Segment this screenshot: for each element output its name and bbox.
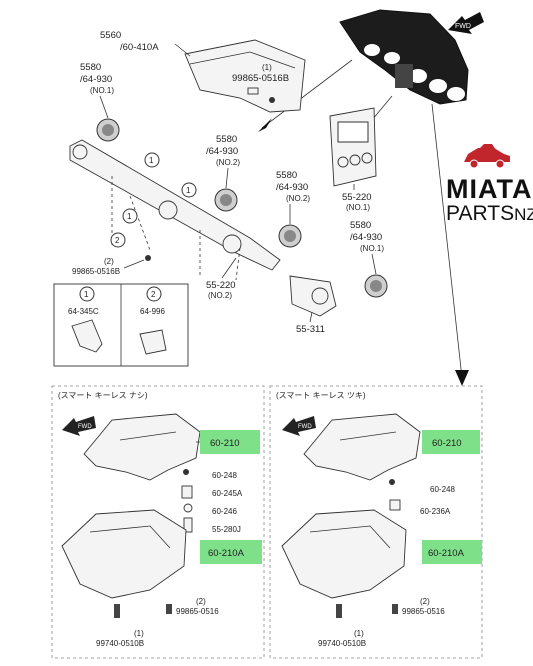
leader-line-long (431, 103, 463, 379)
label-60-245a-left: 60-245A (212, 489, 243, 498)
lower-shroud-right (281, 509, 407, 599)
label-60-210-right: 60-210 (432, 438, 462, 449)
callout-1-a: 1 (144, 152, 160, 168)
dash-trim-panel-no2 (69, 139, 281, 271)
clip-64-345c-illustration (71, 319, 103, 353)
panel-left-border (51, 385, 265, 659)
label-60-248-left: 60-248 (212, 471, 237, 480)
legend-box: 1 2 64-345C 64-996 (53, 283, 189, 367)
panel-left: (スマート キーレス ナシ) FWD 60-210 60-248 60-245A… (58, 391, 262, 648)
label-64-930-c: /64-930 (276, 182, 308, 193)
label-5580-d: 5580 (350, 220, 371, 231)
panel-right: (スマート キーレス ツキ) FWD 60-210 60-248 60-236A… (276, 391, 482, 648)
highlight-60-210a-left (200, 540, 262, 564)
callout-1-b: 1 (181, 182, 197, 198)
upper-shroud-left (83, 413, 201, 481)
fwd-arrow-top: FWD (448, 12, 484, 34)
label-99865-left: 99865-0516B (72, 267, 120, 276)
lower-shroud-left (61, 509, 187, 599)
label-55-220-no1-suffix: (NO.1) (346, 203, 370, 212)
vent-5580-no2-a (214, 188, 238, 212)
label-55-311: 55-311 (296, 324, 325, 335)
side-trim-55-311 (289, 275, 337, 317)
clip-fastener (145, 97, 275, 261)
label-screw-qty-left: (2) (196, 597, 206, 606)
legend-num-2: 2 (151, 290, 156, 299)
label-screw-qty-right: (2) (420, 597, 430, 606)
vent-5580-no2-b (278, 224, 302, 248)
label-60-210a-left: 60-210A (208, 548, 245, 559)
label-bolt-qty-right: (1) (354, 629, 364, 638)
highlight-60-210-left (200, 430, 260, 454)
car-logo-icon (464, 144, 510, 169)
label-99865-top-qty: (1) (262, 63, 272, 72)
label-no1-a: (NO.1) (90, 86, 114, 95)
label-5580-c: 5580 (276, 170, 297, 181)
label-55-280j-left: 55-280J (212, 525, 241, 534)
panel-left-header: (スマート キーレス ナシ) (58, 391, 148, 400)
highlight-60-210-right (422, 430, 480, 454)
label-no2-b: (NO.2) (216, 158, 240, 167)
fwd-arrow-left: FWD (62, 416, 96, 436)
legend-num-1: 1 (84, 290, 89, 299)
label-55-220-no2: 55-220 (206, 280, 236, 291)
center-bezel-no1 (329, 107, 377, 187)
miata-parts-nz-logo: MIATA PARTSNZ (446, 140, 533, 225)
label-bolt-right: 99740-0510B (318, 639, 366, 648)
label-60-210a-right: 60-210A (428, 548, 465, 559)
label-60-410a: /60-410A (120, 42, 159, 53)
vent-5580-no1-right (364, 274, 388, 298)
label-bolt-left: 99740-0510B (96, 639, 144, 648)
svg-text:2: 2 (115, 236, 120, 245)
upper-shroud-right (303, 413, 421, 481)
dashboard-illustration (339, 9, 469, 105)
label-55-220-no1: 55-220 (342, 192, 372, 203)
label-60-246-left: 60-246 (212, 507, 237, 516)
label-60-210-left: 60-210 (210, 438, 240, 449)
legend-part-2: 64-996 (140, 307, 165, 316)
panel-right-header: (スマート キーレス ツキ) (276, 391, 366, 400)
svg-text:FWD: FWD (78, 424, 92, 430)
vent-5580-no1-left (96, 118, 120, 142)
label-99865-left-qty: (2) (104, 257, 114, 266)
label-64-930-d: /64-930 (350, 232, 382, 243)
leader-line (371, 95, 393, 121)
label-99865-top: 99865-0516B (232, 73, 289, 84)
steering-column-housing (184, 39, 306, 113)
clip-64-996-illustration (139, 329, 167, 355)
fwd-label-top: FWD (455, 23, 471, 30)
highlight-60-210a-right (422, 540, 482, 564)
brand-line-1: MIATA (446, 174, 533, 204)
label-60-236a-right: 60-236A (420, 507, 451, 516)
legend-part-1: 64-345C (68, 307, 99, 316)
svg-text:FWD: FWD (298, 424, 312, 430)
svg-text:1: 1 (127, 212, 132, 221)
leader-line (261, 59, 353, 129)
label-5560: 5560 (100, 30, 121, 41)
label-no2-c: (NO.2) (286, 194, 310, 203)
label-5580-b: 5580 (216, 134, 237, 145)
label-64-930-b: /64-930 (206, 146, 238, 157)
label-no1-d: (NO.1) (360, 244, 384, 253)
svg-text:1: 1 (149, 156, 154, 165)
label-screw-left: 99865-0516 (176, 607, 219, 616)
label-screw-right: 99865-0516 (402, 607, 445, 616)
callout-1-c: 1 (122, 208, 138, 224)
callout-2-a: 2 (110, 232, 126, 248)
label-64-930-a: /64-930 (80, 74, 112, 85)
label-60-248-right: 60-248 (430, 485, 455, 494)
brand-line-2: PARTSNZ (446, 202, 533, 225)
fwd-arrow-right: FWD (282, 416, 316, 436)
label-bolt-qty-left: (1) (134, 629, 144, 638)
label-55-220-no2-suffix: (NO.2) (208, 291, 232, 300)
svg-text:1: 1 (186, 186, 191, 195)
panel-right-border (269, 385, 483, 659)
label-5580-a: 5580 (80, 62, 101, 73)
